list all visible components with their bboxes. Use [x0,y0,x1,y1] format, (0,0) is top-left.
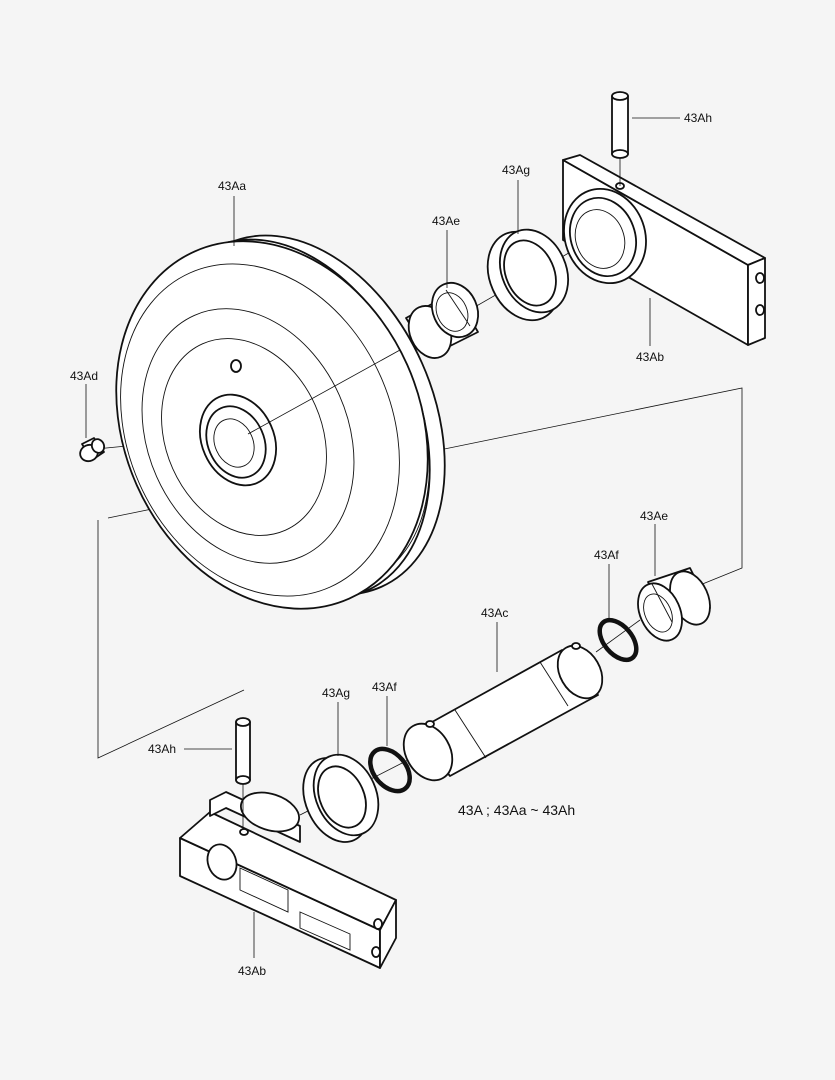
label-43Ag-top: 43Ag [502,163,530,177]
label-43Af-left: 43Af [372,680,397,694]
oring-left [368,746,412,794]
label-43Ac: 43Ac [481,606,508,620]
oring-right [597,617,639,663]
bushing-top [405,282,480,359]
assembly-caption: 43A ; 43Aa ~ 43Ah [458,802,575,818]
label-43Ad: 43Ad [70,369,98,383]
part-labels: 43Aa 43Ad 43Ae 43Ag 43Ah 43Ab 43Ac 43Af … [70,111,712,978]
idler-wheel [115,234,446,610]
label-43Ab-top: 43Ab [636,350,664,364]
label-43Ag-bottom: 43Ag [322,686,350,700]
pin-bottom [235,717,251,830]
pin-top [611,91,629,186]
label-43Ae-top: 43Ae [432,214,460,228]
label-43Aa: 43Aa [218,179,246,193]
label-43Ah-bottom: 43Ah [148,742,176,756]
plug [79,437,106,463]
label-43Af-right: 43Af [594,548,619,562]
seal-bottom [302,753,380,843]
bracket-top [562,154,766,346]
shaft [402,642,604,782]
label-43Ab-bottom: 43Ab [238,964,266,978]
label-43Ae-right: 43Ae [640,509,668,523]
bushing-right [637,567,711,642]
seal-top [486,228,569,322]
leader-lines [85,117,680,958]
label-43Ah-top: 43Ah [684,111,712,125]
bracket-bottom [179,791,397,969]
